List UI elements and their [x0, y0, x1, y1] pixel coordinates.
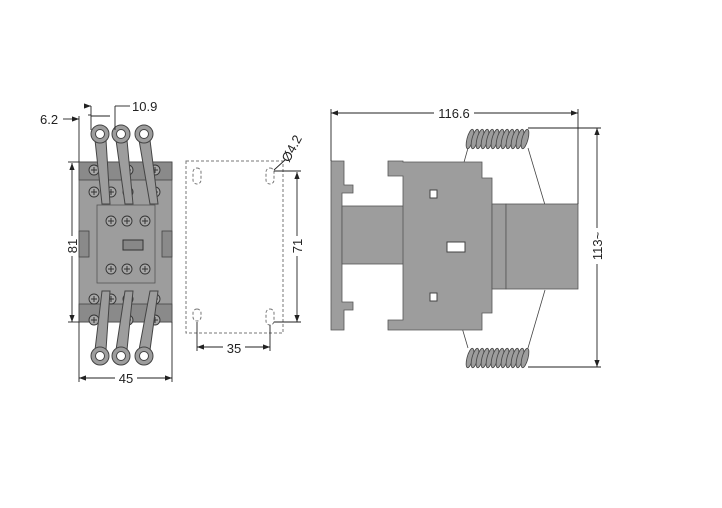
mounting-hole	[265, 308, 275, 326]
mounting-hole	[265, 167, 275, 185]
depth-label: 116.6	[438, 106, 470, 121]
mounting-hole	[192, 308, 202, 322]
front-height-label: 81	[65, 239, 80, 253]
terminal-offset-label: 6.2	[40, 112, 58, 127]
mounting-hole	[192, 167, 202, 185]
discharge-coils	[465, 128, 530, 369]
terminal-lugs	[90, 124, 159, 366]
contactor-body-side	[387, 160, 493, 331]
mounting-template: Ø4.2 71 35	[185, 132, 305, 356]
front-width-label: 45	[119, 371, 133, 386]
hole-diameter-label: Ø4.2	[278, 132, 304, 164]
terminal-pitch-label: 10.9	[132, 99, 157, 114]
horizontal-spacing-label: 35	[227, 341, 241, 356]
vertical-spacing-label: 71	[290, 239, 305, 253]
side-view: 116.6 113~	[330, 105, 605, 369]
capacitor-module	[505, 203, 579, 290]
front-view: 81 45 6.2 10.9	[40, 99, 173, 386]
indicator-window	[122, 239, 144, 251]
side-height-label: 113~	[590, 231, 605, 260]
